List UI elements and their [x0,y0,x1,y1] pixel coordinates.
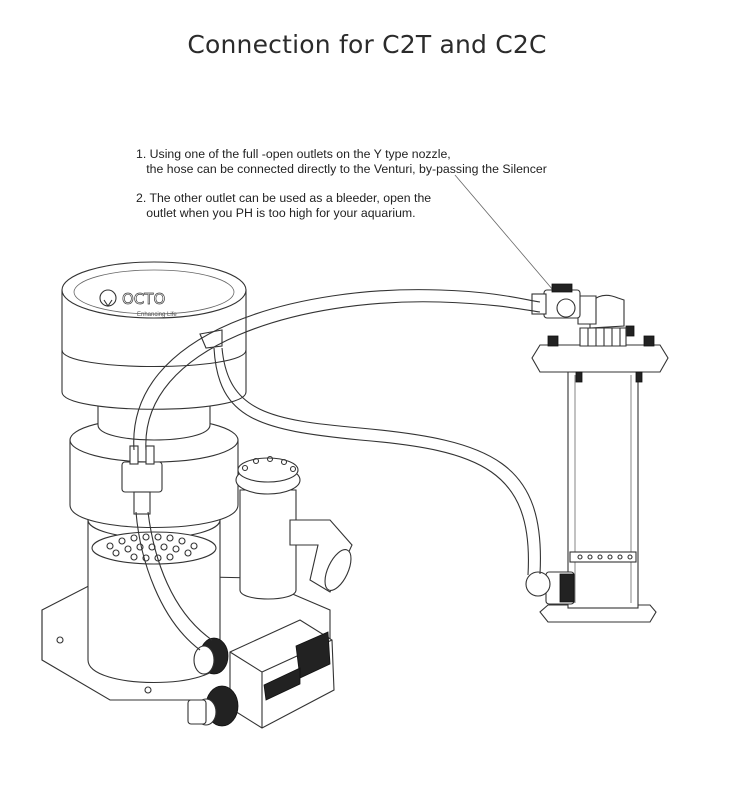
venturi-silencer-unit [525,294,669,623]
pump-fitting-upper [193,637,229,675]
y-type-nozzle [121,445,163,515]
note-1-line-2: the hose can be connected directly to th… [136,162,547,176]
pump [187,619,335,729]
pump-fitting-lower [187,685,239,727]
leader-line [454,174,554,291]
bubble-plate-holes [106,533,198,562]
venturi-valve [531,283,581,319]
note-2-line-2: outlet when you PH is too high for your … [136,206,416,220]
skimmer-outlet-tower [235,455,353,600]
logo-brand: OCTO [122,290,165,308]
logo-tagline: Enhancing Life [137,312,177,318]
octo-logo: OCTO Enhancing Life [99,289,177,318]
diagram-title: Connection for C2T and C2C [187,30,547,59]
note-1-line-1: 1. Using one of the full -open outlets o… [136,147,451,161]
hoses [133,289,541,651]
note-2-line-1: 2. The other outlet can be used as a ble… [136,191,432,205]
